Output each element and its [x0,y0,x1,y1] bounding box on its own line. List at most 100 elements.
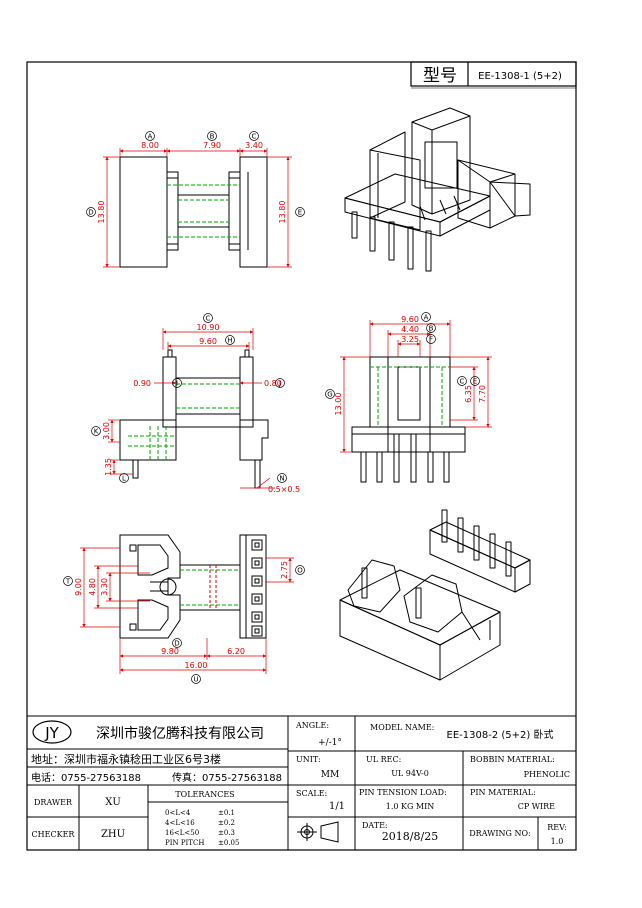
drawer-value: XU [105,797,121,808]
unit-value: MM [321,770,339,780]
pin-tension-value: 1.0 KG MIN [386,802,435,811]
dim-side-N: 0.5×0.5 [268,485,300,494]
scale-value: 1/1 [329,801,345,812]
balloon-side-C: C [206,315,211,323]
header-model-box: 型号 EE-1308-1 (5+2) [410,61,577,89]
iso-view-top [344,107,531,272]
company-address: 地址：深圳市福永镇稔田工业区6号3楼 [31,752,221,766]
balloon-front-C: C [460,378,465,386]
company-name: 深圳市骏亿腾科技有限公司 [96,725,264,742]
balloon-side-I: I [176,380,178,388]
tol-value-2: ±0.2 [218,819,235,827]
ul-label: UL REC: [366,755,401,764]
top-view-balloons: A B C D E [86,131,305,217]
top-view-dim-text: 8.00 7.90 3.40 13.80 13.80 [97,141,287,223]
dim-front-F: 3.25 [401,335,419,344]
balloon-bottom-U: U [193,676,198,684]
dim-top-C: 3.40 [245,141,263,150]
dim-top-D: 13.80 [97,201,106,224]
company-phone: 电话：0755-27563188 [31,771,141,784]
side-view [119,349,269,489]
logo-mark [32,720,72,744]
balloon-front-G: G [327,391,332,399]
dim-bottom-P: 6.20 [227,647,245,656]
dim-bottom-T: 9.00 [74,578,83,596]
balloon-side-N: N [279,475,284,483]
dim-top-E: 13.80 [278,201,287,224]
balloon-side-J: J [278,380,281,388]
dim-side-C: 10.90 [197,323,220,332]
dim-side-K: 3.00 [102,422,111,440]
model-value: EE-1308-1 (5+2) [478,71,562,82]
date-label: DATE: [362,821,388,830]
bottom-view-pads [251,539,263,637]
model-name-value: EE-1308-2 (5+2) 卧式 [447,728,554,741]
balloon-top-C: C [252,133,257,141]
side-view-balloons: C H I J K L N [91,313,287,483]
dim-front-G: 13.00 [334,393,343,416]
title-block [26,715,577,851]
tol-range-3: 16<L<50 [165,829,199,837]
dim-bottom-U: 16.00 [185,661,208,670]
title-block-text: JY 深圳市骏亿腾科技有限公司 地址：深圳市福永镇稔田工业区6号3楼 电话：07… [31,720,570,847]
dim-side-I: 0.90 [133,379,151,388]
bottom-view [119,534,267,639]
model-name-label: MODEL NAME: [370,723,434,732]
scale-label: SCALE: [296,789,327,798]
balloon-side-H: H [227,337,232,345]
top-view [119,156,268,268]
side-view-dims [108,328,275,489]
dim-bottom-O: 2.75 [280,561,289,579]
balloon-top-B: B [210,133,215,141]
rev-label: REV: [547,823,567,832]
checker-value: ZHU [101,829,125,840]
front-view-dims [340,320,492,453]
pin-material-value: CP WIRE [518,802,555,811]
drawing-no-label: DRAWING NO: [469,829,530,838]
balloon-side-K: K [94,428,99,436]
balloon-side-L: L [122,475,126,483]
front-view-balloons: A B F G C E [325,312,480,399]
iso-bottom-pins [361,509,512,619]
pin-tension-label: PIN TENSION LOAD: [359,788,447,797]
bottom-view-dim-text: 9.00 4.80 3.30 2.75 9.80 6.20 16.00 [74,561,289,670]
front-view-pins [360,433,450,483]
balloon-top-A: A [148,133,153,141]
top-view-dims [103,148,292,268]
angle-value: +/-1° [318,738,342,748]
balloon-top-E: E [298,209,302,217]
drawer-label: DRAWER [34,798,73,807]
tolerances-label: TOLERANCES [175,790,234,799]
model-label: 型号 [423,66,457,86]
balloon-front-B: B [429,325,434,333]
iso-top-pins [351,211,432,272]
balloon-front-F: F [429,336,433,344]
side-view-dim-text: 10.90 9.60 0.90 0.80 3.00 1.35 0.5×0.5 [102,323,300,494]
unit-label: UNIT: [296,755,321,764]
checker-label: CHECKER [32,830,76,839]
dim-front-B: 4.40 [401,325,419,334]
dim-front-A: 9.60 [401,315,419,324]
dim-front-E: 7.70 [478,385,487,403]
dim-front-C: 6.35 [464,385,473,403]
bottom-view-balloons: T O D U [63,565,305,684]
projection-symbol-icon [297,821,339,843]
angle-label: ANGLE: [295,721,329,730]
balloon-front-A: A [424,314,429,322]
dim-bottom-R: 3.30 [100,578,109,596]
balloon-top-D: D [88,209,93,217]
tol-range-1: 0<L<4 [165,809,191,817]
dim-bottom-S: 4.80 [88,578,97,596]
tol-range-2: 4<L<16 [165,819,195,827]
rev-value: 1.0 [551,837,564,846]
dim-side-J: 0.80 [264,379,282,388]
dim-bottom-D: 9.80 [161,647,179,656]
ul-value: UL 94V-0 [391,769,429,778]
tol-range-4: PIN PITCH [165,839,204,847]
dim-top-B: 7.90 [203,141,221,150]
tol-value-3: ±0.3 [218,829,235,837]
iso-view-bottom [339,509,531,681]
pin-material-label: PIN MATERIAL: [470,788,536,797]
tol-value-1: ±0.1 [218,809,235,817]
dim-side-H: 9.60 [199,337,217,346]
